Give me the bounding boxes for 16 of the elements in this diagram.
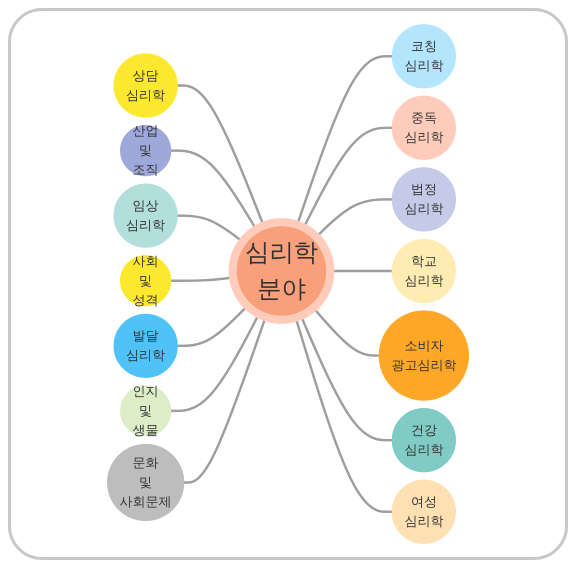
node-circle <box>114 53 178 118</box>
node-circle <box>120 255 172 306</box>
node-circle <box>120 385 172 437</box>
node-circle <box>107 444 184 522</box>
node-circle <box>392 238 456 304</box>
node-circle <box>114 184 178 248</box>
node-circle <box>392 96 456 160</box>
node-circle <box>228 218 334 324</box>
node-circle <box>114 314 178 378</box>
node-circle <box>392 480 456 544</box>
node-circle <box>378 310 469 401</box>
node-circle <box>392 24 456 88</box>
node-circle <box>392 408 456 472</box>
frame-background: 심리학 분야 상담 심리학 코칭 심리학 산업 및 조직 임상 심리학 중독 심리학 법정 심리학 사회 및 성격 발달 심리학 학교 심리학 인지 및 생물 소비자 광고심리학 문화 및 사회문제 건강 심리학 여성 심리학 <box>8 8 568 560</box>
node-circle <box>120 124 172 176</box>
node-circle <box>392 167 456 232</box>
